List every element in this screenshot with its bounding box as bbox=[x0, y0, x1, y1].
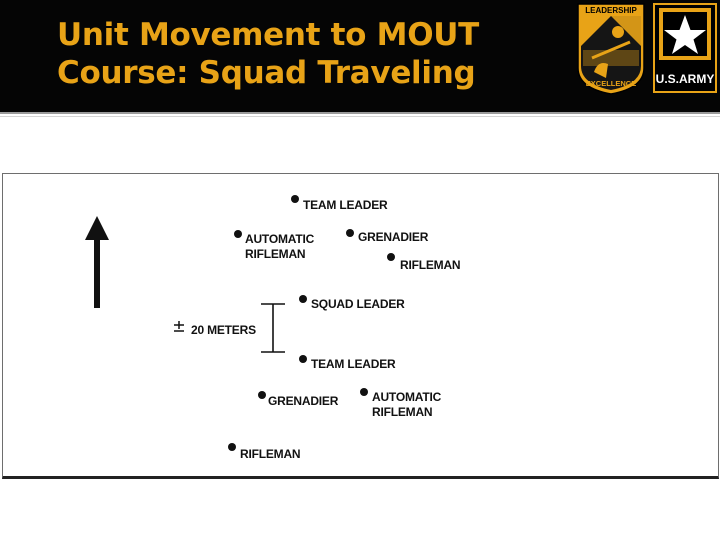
leadership-excellence-shield-logo: LEADERSHIP EXCELLENCE bbox=[577, 3, 645, 95]
army-logo-text: U.S.ARMY bbox=[656, 72, 715, 86]
automatic-rifleman-1-marker bbox=[234, 230, 242, 238]
automatic-rifleman-2-label-line-1: AUTOMATIC bbox=[372, 390, 442, 404]
grenadier-1-label: GRENADIER bbox=[358, 230, 429, 244]
automatic-rifleman-2-marker bbox=[360, 388, 368, 396]
distance-label: 20 METERS bbox=[191, 323, 256, 337]
automatic-rifleman-2-label-line-2: RIFLEMAN bbox=[372, 405, 433, 419]
slide-header: Unit Movement to MOUT Course: Squad Trav… bbox=[0, 0, 720, 112]
sword-icon bbox=[591, 40, 631, 60]
leadership-logo-text-top: LEADERSHIP bbox=[585, 6, 637, 15]
automatic-rifleman-2-label: AUTOMATIC RIFLEMAN bbox=[372, 390, 441, 420]
team-leader-1-label: TEAM LEADER bbox=[303, 198, 388, 212]
distance-bracket bbox=[261, 303, 285, 353]
rifleman-2-label: RIFLEMAN bbox=[240, 447, 301, 461]
team-leader-2-label: TEAM LEADER bbox=[311, 357, 396, 371]
squad-leader-marker bbox=[299, 295, 307, 303]
rifleman-1-marker bbox=[387, 253, 395, 261]
header-divider bbox=[0, 112, 720, 114]
helmet-icon bbox=[594, 63, 608, 78]
team-leader-1-marker bbox=[291, 195, 299, 203]
grenadier-1-marker bbox=[346, 229, 354, 237]
us-army-star-logo: U.S.ARMY bbox=[653, 3, 717, 93]
lamp-icon bbox=[612, 26, 624, 38]
distance-scale-icon bbox=[174, 321, 184, 332]
automatic-rifleman-1-label: AUTOMATIC RIFLEMAN bbox=[245, 232, 314, 262]
leadership-logo-text-bottom: EXCELLENCE bbox=[586, 79, 636, 88]
squad-formation-diagram: 20 METERS TEAM LEADER AUTOMATIC RIFLEMAN… bbox=[2, 173, 719, 479]
rifleman-2-marker bbox=[228, 443, 236, 451]
automatic-rifleman-1-label-line-2: RIFLEMAN bbox=[245, 247, 306, 261]
automatic-rifleman-1-label-line-1: AUTOMATIC bbox=[245, 232, 315, 246]
squad-leader-label: SQUAD LEADER bbox=[311, 297, 405, 311]
grenadier-2-marker bbox=[258, 391, 266, 399]
header-divider-thin bbox=[0, 116, 720, 117]
grenadier-2-label: GRENADIER bbox=[268, 394, 339, 408]
slide-title-line-1: Unit Movement to MOUT bbox=[57, 17, 479, 53]
team-leader-2-marker bbox=[299, 355, 307, 363]
slide-title: Unit Movement to MOUT Course: Squad Trav… bbox=[57, 16, 479, 92]
direction-arrow-icon bbox=[85, 216, 109, 308]
slide-title-line-2: Course: Squad Traveling bbox=[57, 55, 476, 91]
star-icon bbox=[664, 15, 706, 54]
rifleman-1-label: RIFLEMAN bbox=[400, 258, 461, 272]
